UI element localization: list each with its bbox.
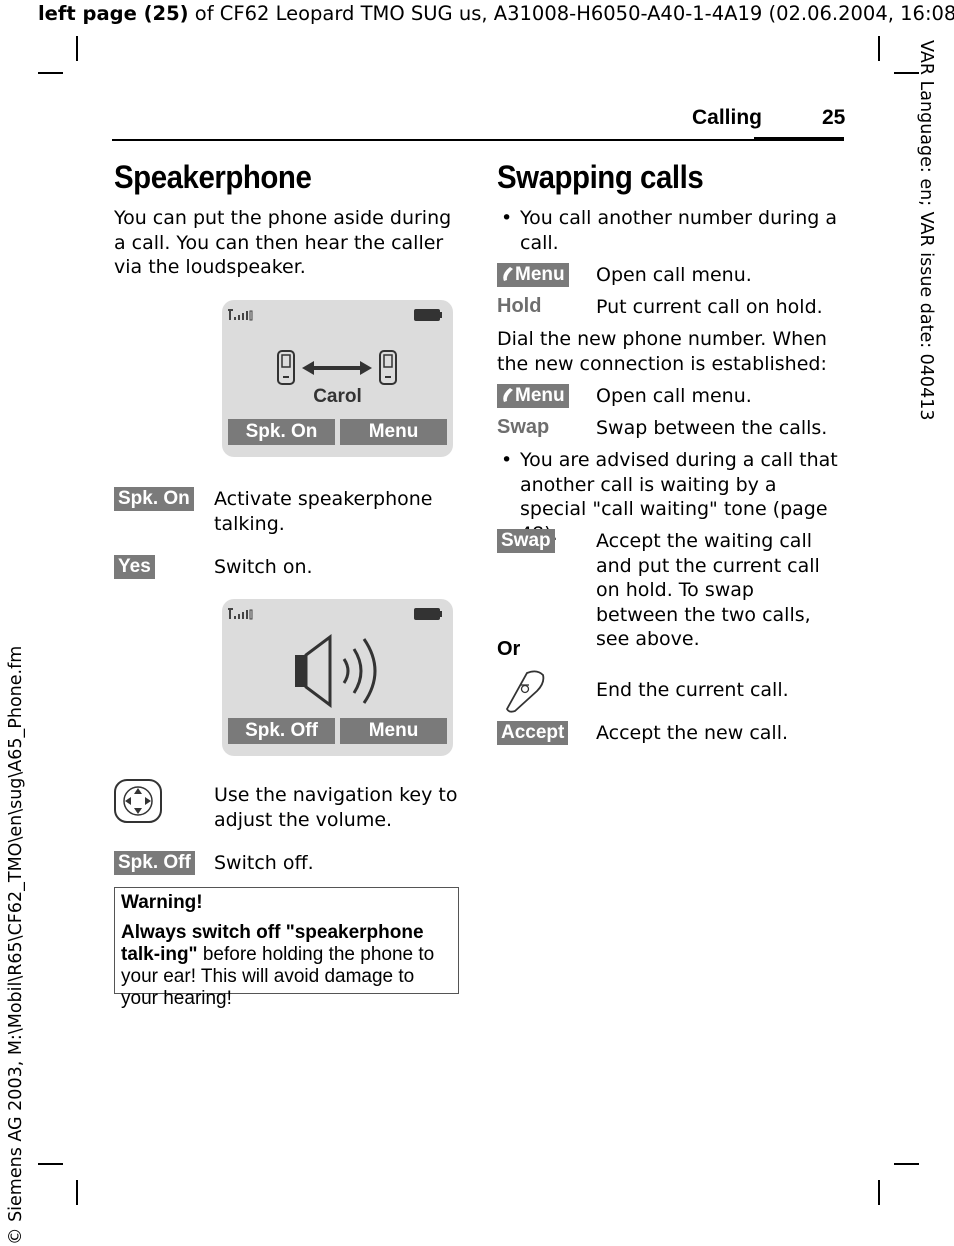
speakerphone-intro: You can put the phone aside during a cal…: [114, 207, 452, 278]
crop-mark: [38, 72, 63, 74]
step-description: Use the navigation key to adjust the vol…: [214, 784, 458, 831]
call-connection-icon: [277, 350, 397, 385]
crop-mark: [894, 1163, 919, 1165]
crop-mark: [38, 1163, 63, 1165]
screen-softkey-menu: Menu: [340, 419, 447, 445]
handset-icon: [503, 388, 513, 402]
softkey-label: Menu: [515, 264, 565, 285]
screen-softkey-spk-on: Spk. On: [228, 419, 335, 445]
row-description: Accept the new call.: [596, 722, 789, 744]
bullet-text: You call another number during a call.: [520, 207, 837, 254]
softkey-yes: Yes: [114, 555, 155, 579]
softkey-call-menu: Menu: [497, 384, 569, 408]
softkey-spk-on: Spk. On: [114, 487, 194, 511]
label-hold: Hold: [497, 295, 542, 317]
side-note-right: VAR Language: en; VAR issue date: 040413: [916, 40, 936, 421]
softkey-call-menu: Menu: [497, 263, 569, 287]
navigation-key-icon: [114, 779, 162, 823]
label-swap: Swap: [497, 416, 550, 438]
speakerphone-heading: Speakerphone: [114, 159, 312, 195]
bullet-dot: •: [501, 449, 513, 471]
step-description: Switch off.: [214, 852, 314, 874]
row-description: Open call menu.: [596, 264, 752, 286]
battery-icon: [414, 309, 442, 321]
document-header-text: of CF62 Leopard TMO SUG us, A31008-H6050…: [188, 2, 954, 25]
warning-text-rest: before holding the phone to your ear! Th…: [121, 944, 435, 1009]
softkey-accept: Accept: [497, 721, 569, 745]
bullet-item: • You call another number during a call.: [501, 206, 842, 255]
phone-screen-call: Carol Spk. On Menu: [222, 300, 453, 457]
row-description: Put current call on hold.: [596, 296, 823, 318]
header-rule: [112, 139, 844, 141]
warning-box: Warning! Always switch off "speakerphone…: [114, 887, 459, 1009]
side-note-left: © Siemens AG 2003, M:\Mobil\R65\CF62_TMO…: [6, 645, 26, 1245]
row-description: Swap between the calls.: [596, 417, 828, 439]
warning-text-bold: Always switch off "speakerphone talk-ing…: [121, 922, 424, 965]
softkey-swap: Swap: [497, 529, 555, 553]
row-description: End the current call.: [596, 679, 789, 701]
warning-text: Always switch off "speakerphone talk-ing…: [121, 922, 452, 1010]
page-number: 25: [822, 106, 846, 129]
softkey-label: Menu: [515, 385, 565, 406]
row-description: Accept the waiting call and put the curr…: [596, 530, 820, 650]
signal-icon: [228, 608, 253, 620]
warning-title: Warning!: [121, 892, 203, 913]
crop-mark: [894, 72, 919, 74]
row-description: Open call menu.: [596, 385, 752, 407]
loudspeaker-icon: [295, 634, 377, 708]
caller-name: Carol: [313, 386, 362, 407]
softkey-spk-off: Spk. Off: [114, 851, 195, 875]
crop-mark: [76, 36, 78, 61]
bullet-dot: •: [501, 207, 513, 229]
crop-mark: [878, 36, 880, 61]
instruction-paragraph: Dial the new phone number. When the new …: [497, 328, 827, 375]
phone-screen-speaker: Spk. Off Menu: [222, 599, 453, 756]
step-description: Switch on.: [214, 556, 313, 578]
battery-icon: [414, 608, 442, 620]
screen-softkey-spk-off: Spk. Off: [228, 718, 335, 744]
crop-mark: [76, 1180, 78, 1205]
handset-icon: [503, 267, 513, 281]
or-label: Or: [497, 638, 521, 660]
step-description: Activate speakerphone talking.: [214, 488, 433, 535]
swapping-calls-heading: Swapping calls: [497, 159, 704, 195]
header-rule-accent: [754, 137, 844, 141]
crop-mark: [878, 1180, 880, 1205]
document-header: left page (25) of CF62 Leopard TMO SUG u…: [38, 2, 954, 25]
signal-icon: [228, 309, 253, 321]
screen-softkey-menu: Menu: [340, 718, 447, 744]
end-call-key-icon: [505, 670, 545, 713]
document-header-bold: left page (25): [38, 2, 189, 25]
running-title: Calling: [692, 106, 763, 129]
